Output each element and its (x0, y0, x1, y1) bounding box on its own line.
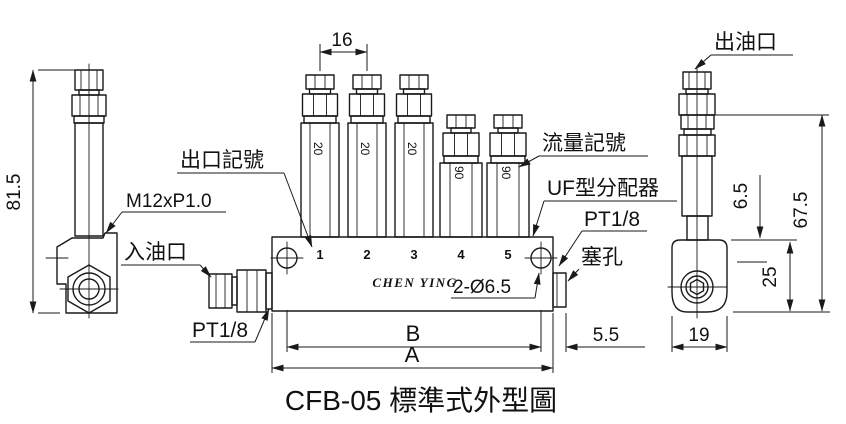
dim-81-5-text: 81.5 (4, 174, 25, 211)
outlet-port-label: 出油口 (714, 31, 777, 54)
inlet-fitting-nut (208, 273, 233, 309)
drawing-title: CFB-05 標準式外型圖 (285, 385, 557, 416)
distributor-leader (532, 200, 545, 237)
inlet-thread-label: PT1/8 (192, 319, 248, 342)
left-inlet-hex-face (67, 264, 111, 314)
port-number-4: 4 (457, 247, 465, 262)
right-plug-hex-socket (689, 278, 705, 296)
flow-mark-label: 流量記號 (542, 132, 626, 155)
dim-B-text: B (406, 321, 421, 346)
valve-5-flow-mark: 90 (499, 166, 513, 180)
left-side-view: 81.5 M12xP1.0 (4, 63, 226, 319)
outlet-mark-leader (283, 172, 313, 248)
valve-2-flow-mark: 20 (358, 142, 372, 156)
inlet-port-label: 入油口 (124, 241, 187, 264)
front-view: 20 20 20 90 90 1 2 3 4 5 CHEN YING 16 出口… (121, 30, 677, 373)
port-number-5: 5 (504, 247, 511, 262)
flow-mark-leader (518, 155, 540, 168)
metering-valve-1 (300, 74, 340, 238)
port-thread-leader (558, 230, 583, 267)
brand-logo: CHEN YING (372, 275, 457, 290)
outlet-port-leader (694, 54, 712, 70)
right-valve-washer-2 (683, 128, 712, 136)
right-side-view: 出油口 6.5 25 67.5 19 (667, 31, 830, 352)
dim-19-text: 19 (688, 325, 709, 346)
left-block-profile (56, 232, 118, 314)
metering-valve-2 (347, 74, 387, 238)
metering-valve-3 (394, 74, 434, 238)
dim-6-5-text: 6.5 (731, 183, 752, 209)
right-valve-hex-b (680, 114, 715, 130)
valve-1-flow-mark: 20 (311, 142, 325, 156)
valve-4-flow-mark: 90 (452, 166, 466, 180)
port-number-1: 1 (316, 247, 323, 262)
valve-3-flow-mark: 20 (405, 142, 419, 156)
dim-25-text: 25 (760, 266, 781, 287)
dim-16-text: 16 (331, 30, 352, 51)
inlet-thread-leader (254, 308, 270, 343)
inlet-fitting-washer (231, 276, 238, 306)
thread-m12-label: M12xP1.0 (126, 191, 212, 212)
port-thread-label: PT1/8 (584, 208, 640, 231)
port-number-3: 3 (410, 247, 417, 262)
dim-A-text: A (405, 342, 420, 367)
dim-67-5-text: 67.5 (791, 192, 812, 229)
mounting-holes-note: 2-Ø6.5 (453, 277, 511, 298)
distributor-label: UF型分配器 (547, 177, 659, 200)
inlet-port-leader (199, 264, 212, 278)
right-block-profile (671, 239, 728, 313)
plug-hole-label: 塞孔 (581, 246, 623, 269)
outlet-mark-label: 出口記號 (180, 149, 264, 172)
dim-5-5-text: 5.5 (593, 325, 619, 346)
inlet-fitting-body (236, 269, 267, 313)
thread-m12-leader (105, 211, 123, 234)
left-valve-body (74, 122, 104, 237)
port-number-2: 2 (363, 247, 370, 262)
right-valve-neck (686, 215, 709, 241)
plug-hole-leader (567, 268, 580, 282)
inlet-fitting-ring (265, 272, 273, 310)
end-plug (552, 272, 567, 308)
mounting-holes-leader (533, 272, 541, 299)
